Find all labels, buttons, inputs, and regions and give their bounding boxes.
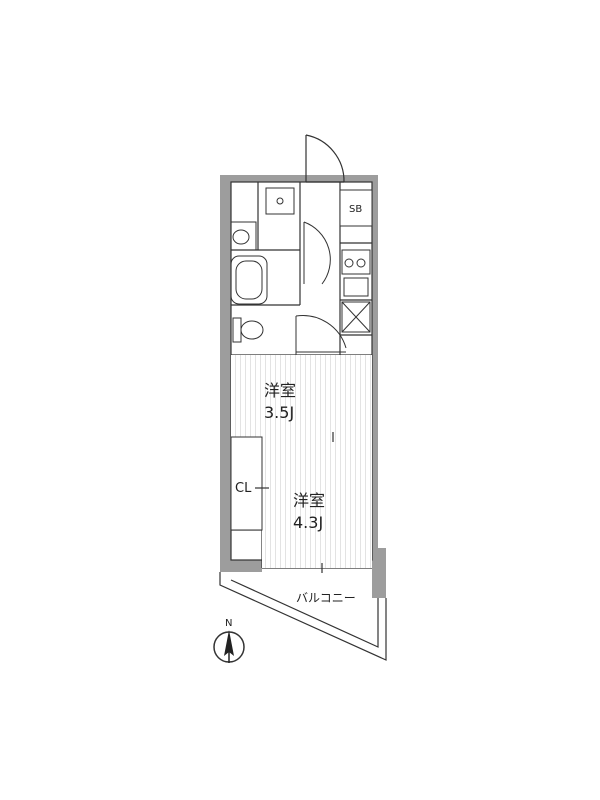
bath-door xyxy=(303,221,331,285)
room-floor-4.3j xyxy=(262,437,372,568)
sliding-door-marks xyxy=(255,432,334,573)
kitchen-stove xyxy=(341,249,371,297)
room-2-size: 4.3J xyxy=(293,513,323,532)
room-1-name: 洋室 xyxy=(264,381,296,400)
room-1-size: 3.5J xyxy=(264,403,294,422)
closet-floor xyxy=(230,436,263,531)
room-floor-3.5j xyxy=(231,355,372,437)
room-door xyxy=(295,315,347,355)
north-label: N xyxy=(225,618,232,629)
shoe-box: SB xyxy=(339,189,373,227)
balcony-label: バルコニー xyxy=(296,591,356,605)
bathtub xyxy=(230,255,268,305)
shoe-box-label: SB xyxy=(349,204,362,215)
exterior-walls xyxy=(220,175,386,598)
refrigerator-space xyxy=(341,301,371,333)
wash-basin xyxy=(230,221,257,251)
washer xyxy=(265,187,295,215)
north-arrow: N xyxy=(213,618,245,663)
toilet xyxy=(232,317,264,343)
room-2-name: 洋室 xyxy=(293,491,325,510)
closet-label: CL xyxy=(235,481,252,496)
entrance-door xyxy=(305,134,345,183)
balcony xyxy=(219,572,387,661)
